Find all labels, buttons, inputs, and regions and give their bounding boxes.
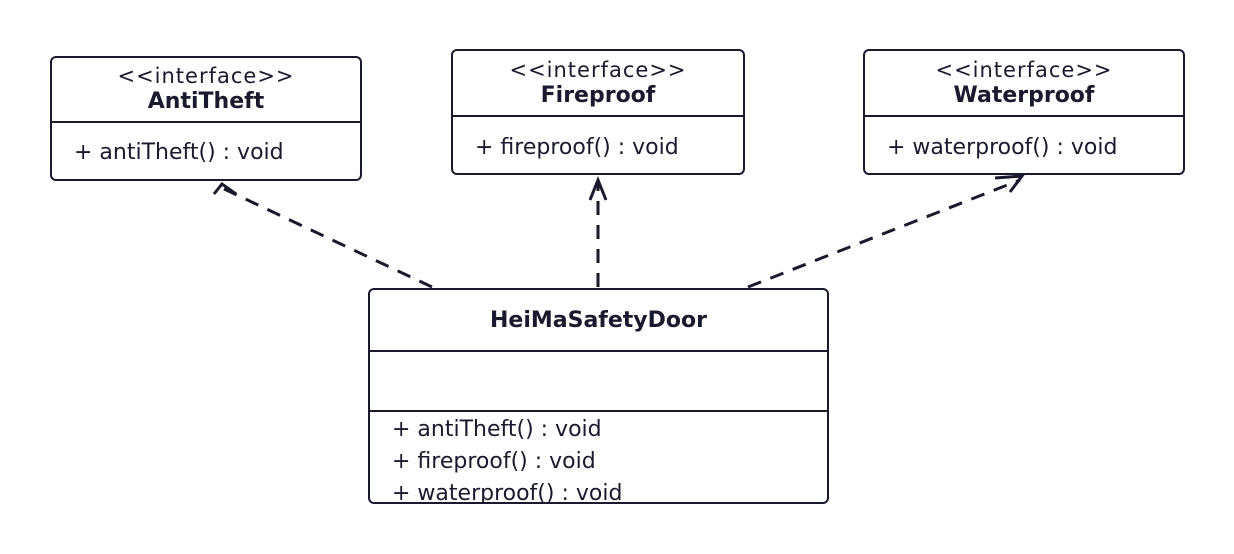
class-heimasafetydoor[interactable]: HeiMaSafetyDoor + antiTheft() : void + f… [368,288,829,504]
interface-antitheft[interactable]: <<interface>> AntiTheft + antiTheft() : … [50,56,362,181]
class-header: <<interface>> AntiTheft [52,58,360,123]
operation: + antiTheft() : void [392,417,602,442]
stereotype-label: <<interface>> [935,58,1113,82]
arrowhead-icon [588,175,608,201]
stereotype-label: <<interface>> [509,58,687,82]
operation: + waterproof() : void [392,481,623,504]
interface-waterproof[interactable]: <<interface>> Waterproof + waterproof() … [863,49,1185,175]
arrowhead-icon [994,174,1026,193]
operation: + fireproof() : void [475,135,679,160]
operation: + waterproof() : void [887,135,1118,160]
operations-compartment: + fireproof() : void [453,117,743,164]
operations-compartment: + antiTheft() : void [52,123,360,169]
class-name: HeiMaSafetyDoor [490,308,707,333]
arrowhead-icon [212,181,237,196]
class-name: Fireproof [540,83,656,108]
attributes-compartment [370,352,827,412]
operations-compartment: + antiTheft() : void + fireproof() : voi… [370,412,827,504]
operations-compartment: + waterproof() : void [865,117,1183,164]
realization-waterproof [747,174,1026,289]
class-header: <<interface>> Fireproof [453,51,743,117]
operation: + fireproof() : void [392,449,596,474]
interface-fireproof[interactable]: <<interface>> Fireproof + fireproof() : … [451,49,745,175]
stereotype-label: <<interface>> [117,64,295,88]
class-name: AntiTheft [147,89,265,114]
class-header: <<interface>> Waterproof [865,51,1183,117]
realization-antitheft [212,181,433,289]
operation: + antiTheft() : void [74,140,284,165]
realization-fireproof [588,175,608,287]
class-header: HeiMaSafetyDoor [370,290,827,352]
class-name: Waterproof [953,83,1095,108]
